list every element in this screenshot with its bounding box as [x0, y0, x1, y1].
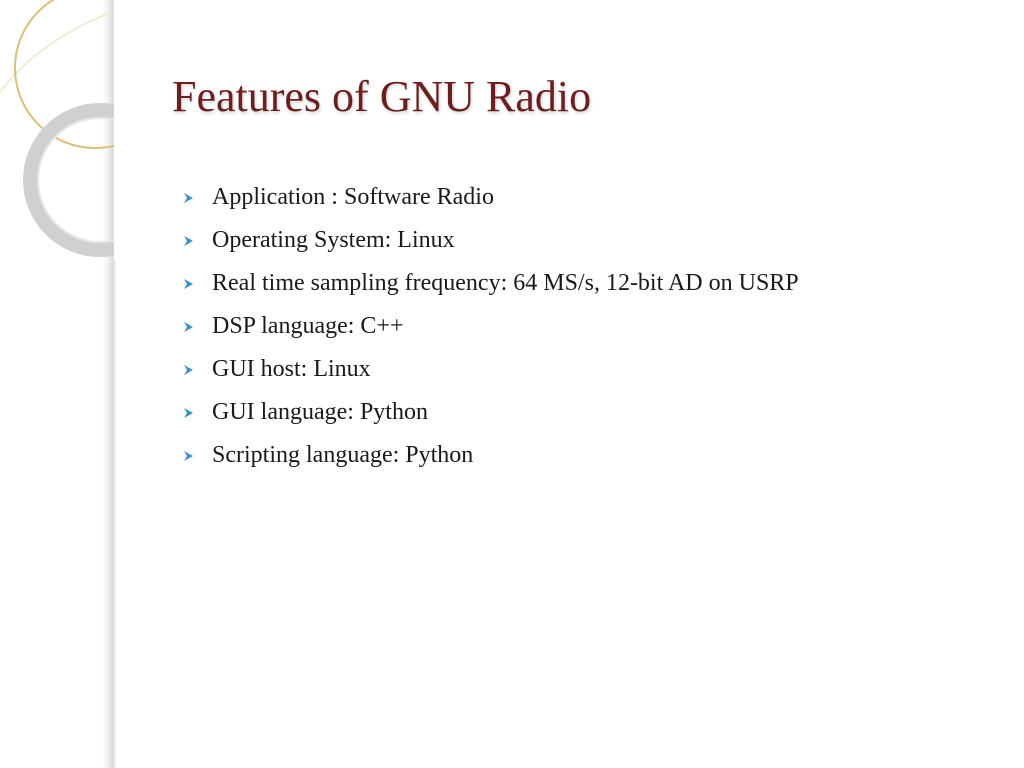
arrow-bullet-icon [184, 364, 193, 375]
arrow-bullet-icon [184, 192, 193, 203]
bullet-text: Operating System: Linux [212, 227, 455, 253]
list-item: GUI language: Python [182, 391, 799, 434]
list-item: Scripting language: Python [182, 434, 799, 477]
list-item: GUI host: Linux [182, 348, 799, 391]
list-item: Real time sampling frequency: 64 MS/s, 1… [182, 262, 799, 305]
gray-ring-inner [37, 117, 120, 243]
bullet-text: GUI host: Linux [212, 356, 371, 382]
arrow-bullet-icon [184, 450, 193, 461]
bullet-text: Real time sampling frequency: 64 MS/s, 1… [212, 270, 799, 296]
bullet-list: Application : Software Radio Operating S… [182, 176, 799, 477]
arrow-bullet-icon [184, 321, 193, 332]
list-item: Operating System: Linux [182, 219, 799, 262]
gray-ring [23, 103, 120, 257]
slide-title: Features of GNU Radio [172, 72, 592, 121]
bullet-text: Scripting language: Python [212, 442, 474, 468]
arrow-bullet-icon [184, 407, 193, 418]
faint-arc [0, 11, 113, 93]
bullet-text: GUI language: Python [212, 399, 428, 425]
arrow-bullet-icon [184, 235, 193, 246]
decorative-rings [0, 0, 120, 260]
bullet-text: Application : Software Radio [212, 184, 494, 210]
arrow-bullet-icon [184, 278, 193, 289]
list-item: DSP language: C++ [182, 305, 799, 348]
list-item: Application : Software Radio [182, 176, 799, 219]
bullet-text: DSP language: C++ [212, 313, 404, 339]
gold-ring [14, 0, 120, 149]
